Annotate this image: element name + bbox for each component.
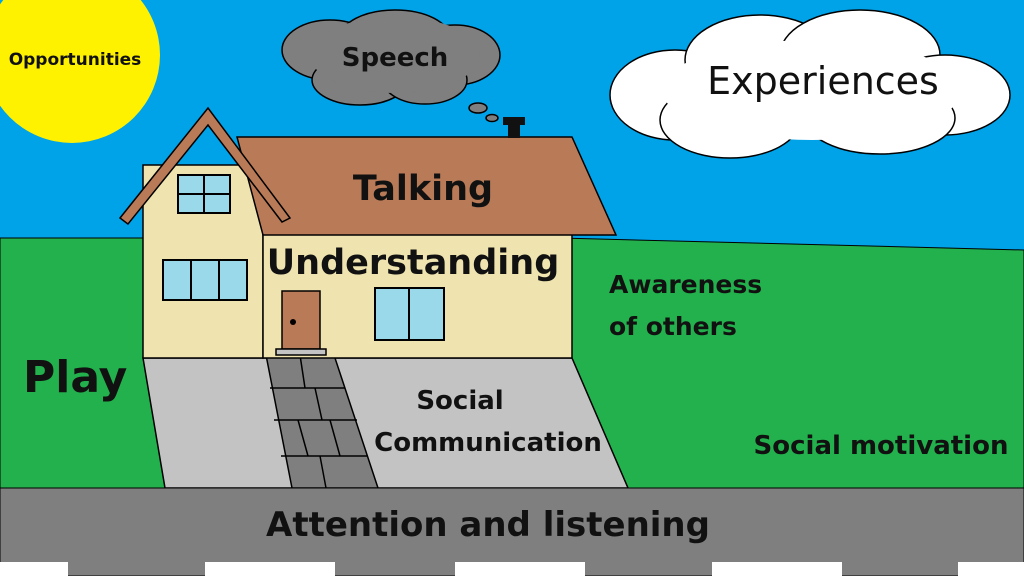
door-icon [275,290,327,356]
cloud-icon [609,9,1011,159]
talking-label: Talking [353,169,493,209]
driveway [142,357,630,489]
social-motivation-label: Social motivation [754,431,1009,461]
house-icon [118,106,618,359]
window-icon [177,174,231,214]
road-markings [0,562,1024,576]
understanding-label: Understanding [267,243,560,283]
attention-listening-label: Attention and listening [266,505,710,545]
window-icon [162,259,248,301]
road [0,487,1024,576]
social-communication-label-line1: Social [416,386,503,416]
awareness-label-line1: Awareness [609,270,762,299]
play-label: Play [23,352,127,403]
thought-cloud-icon [281,9,501,123]
experiences-label: Experiences [707,59,939,103]
sun-icon [0,0,160,143]
social-communication-label-line2: Communication [374,428,602,458]
window-icon [374,287,445,341]
chimney-icon [503,117,525,138]
speech-label: Speech [342,43,449,73]
opportunities-label: Opportunities [9,50,142,70]
awareness-label-line2: of others [609,312,737,341]
